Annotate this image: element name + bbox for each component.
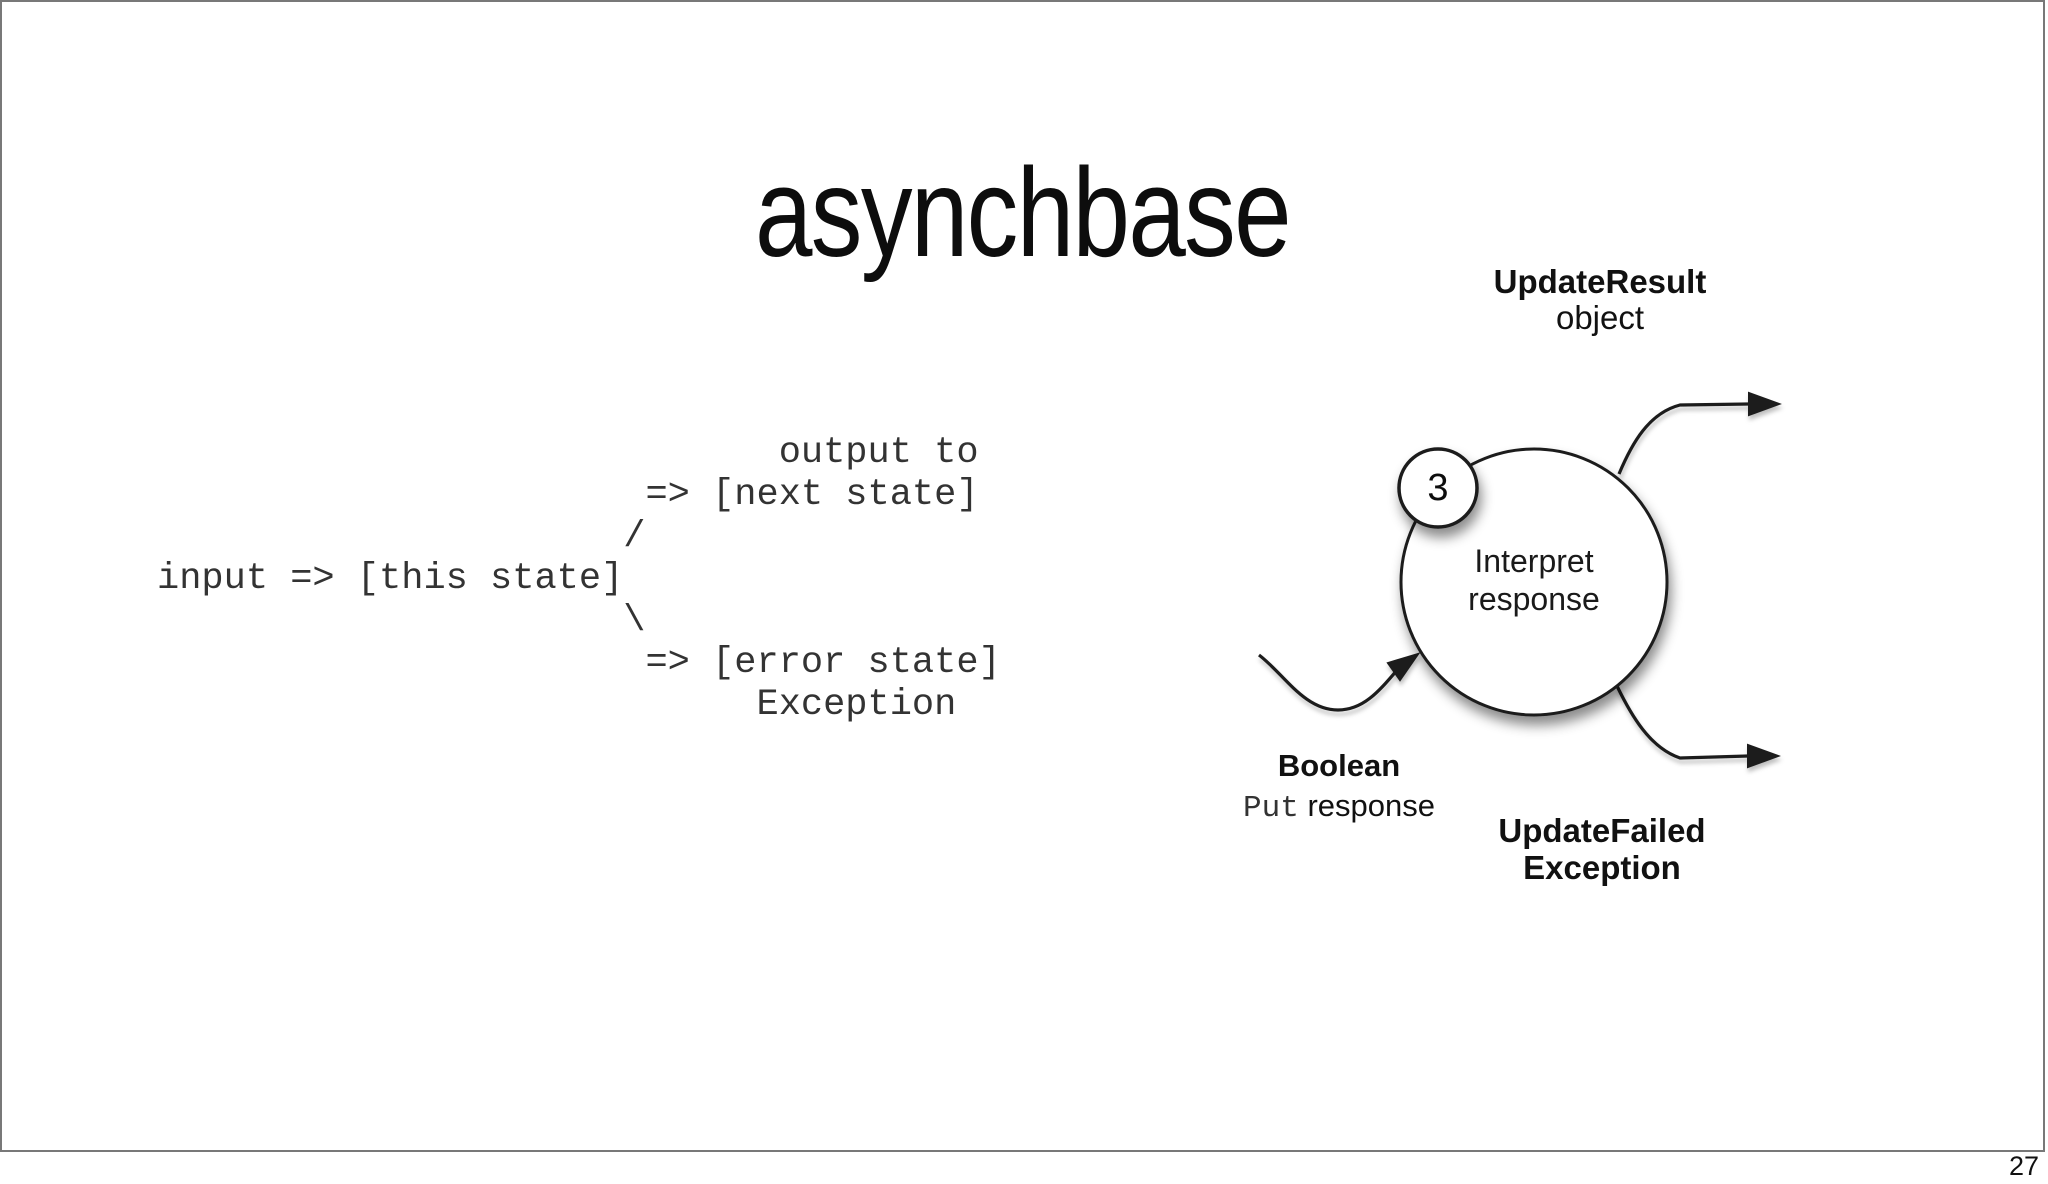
input-label-line2: Put response xyxy=(1189,786,1489,829)
update-failed-label-line2: Exception xyxy=(1523,849,1681,886)
state-transition-ascii-diagram: output to => [next state] / input => [th… xyxy=(157,432,1001,726)
slide-title: asynchbase xyxy=(754,142,1292,283)
slide-frame: asynchbase output to => [next state] / i… xyxy=(0,0,2045,1152)
input-label-line1: Boolean xyxy=(1277,748,1401,783)
update-failed-arrow xyxy=(1615,685,1781,769)
update-result-label-line2: object xyxy=(1555,299,1645,336)
update-failed-label-line1: UpdateFailed xyxy=(1498,812,1706,849)
update-result-label: UpdateResult object xyxy=(1450,264,1750,336)
step-badge-number: 3 xyxy=(1427,467,1449,509)
node-label-line1: Interpret xyxy=(1474,543,1594,579)
update-result-arrow xyxy=(1617,391,1782,475)
node-label: Interpret response xyxy=(1384,542,1684,618)
input-label-rest: response xyxy=(1298,788,1435,823)
page-number: 27 xyxy=(2008,1151,2039,1181)
node-label-line2: response xyxy=(1468,581,1600,617)
update-failed-label: UpdateFailed Exception xyxy=(1452,812,1752,886)
input-label: Boolean Put response xyxy=(1189,746,1489,829)
step-badge-circle xyxy=(1397,447,1479,529)
input-arrow xyxy=(1258,652,1421,712)
input-label-mono: Put xyxy=(1243,791,1299,826)
update-result-label-line1: UpdateResult xyxy=(1493,263,1707,300)
